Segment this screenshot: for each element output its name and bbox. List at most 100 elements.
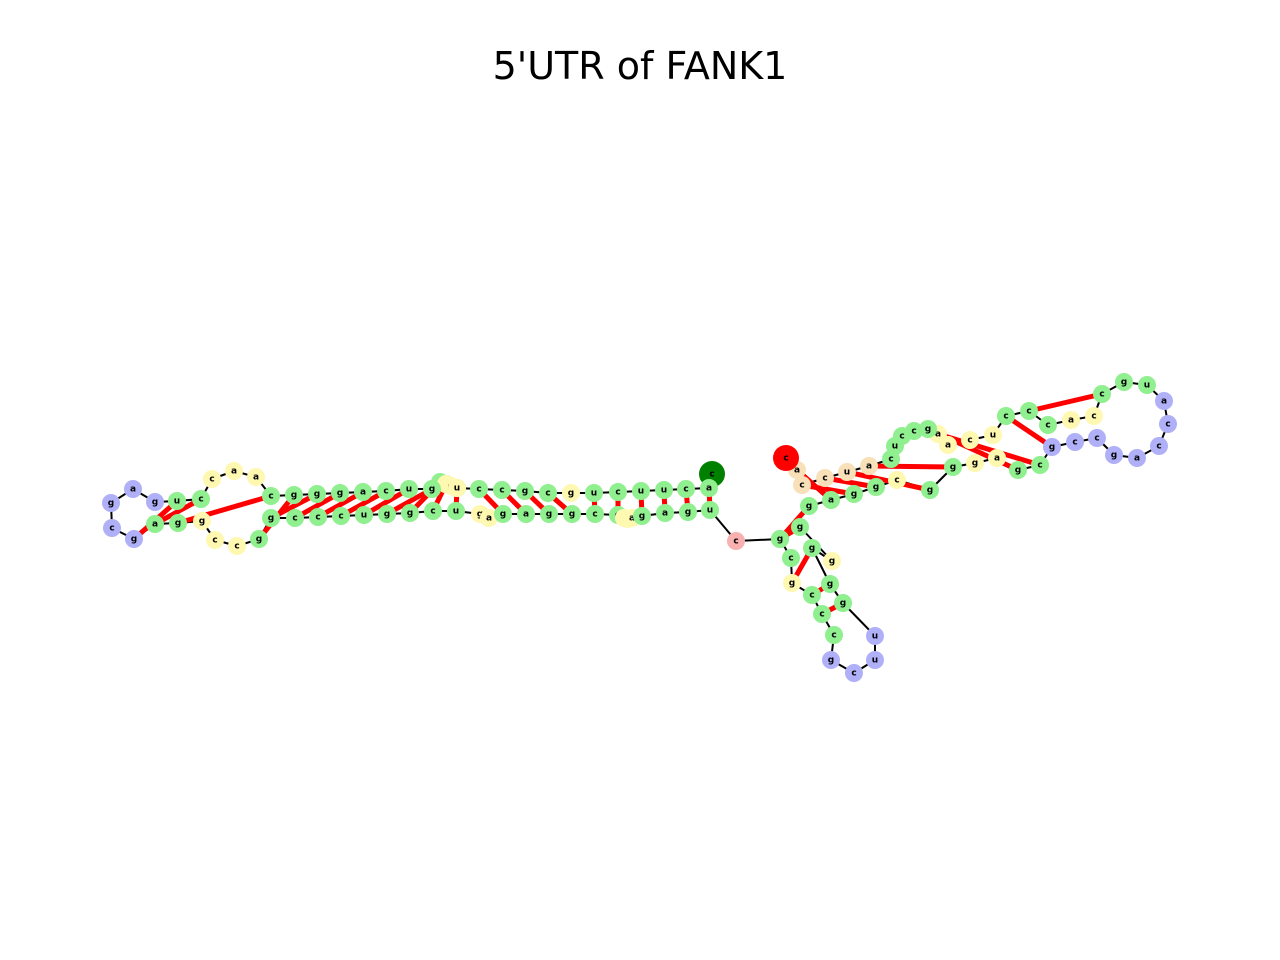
nucleotide-dot [539, 484, 557, 502]
nucleotide-label: c [292, 514, 297, 524]
nucleotide-hairpin_loop: g [1043, 438, 1061, 456]
nucleotide-dot [286, 509, 304, 527]
nucleotide-label: g [950, 463, 956, 473]
nucleotide-dot [203, 470, 221, 488]
nucleotide-dot [782, 549, 800, 567]
nucleotide-dot [228, 537, 246, 555]
nucleotide-label: g [152, 498, 158, 508]
nucleotide-stem: c [192, 490, 210, 508]
nucleotide-end: c [773, 445, 799, 471]
diagram-title: 5'UTR of FANK1 [492, 44, 788, 88]
nucleotide-stem: c [1093, 385, 1111, 403]
nucleotide-label: g [268, 514, 274, 524]
nucleotide-hairpin_loop: g [1105, 446, 1123, 464]
nucleotide-interior_loop: g [193, 512, 211, 530]
nucleotide-dot [921, 481, 939, 499]
nucleotide-stem: a [517, 505, 535, 523]
nucleotide-label: a [130, 485, 136, 495]
nucleotide-dot [677, 480, 695, 498]
nucleotide-dot [516, 482, 534, 500]
nucleotide-label: a [662, 509, 668, 519]
nucleotide-dot [882, 450, 900, 468]
nucleotide-stem: c [782, 549, 800, 567]
base-pair-link [1028, 391, 1103, 414]
base-pair-link [868, 463, 954, 470]
nucleotide-label: c [383, 487, 388, 497]
nucleotide-stem: c [803, 586, 821, 604]
nucleotide-label: c [1072, 438, 1077, 448]
nucleotide-label: u [990, 431, 996, 441]
nucleotide-stem: c [586, 505, 604, 523]
nucleotide-dot [866, 651, 884, 669]
nucleotide-stem: g [919, 420, 937, 438]
nucleotide-dot [919, 420, 937, 438]
nucleotide-label: g [827, 580, 833, 590]
nucleotide-dot [656, 504, 674, 522]
nucleotide-label: g [500, 510, 506, 520]
nucleotide-hairpin_loop: g [125, 530, 143, 548]
nucleotide-stem: u [447, 502, 465, 520]
nucleotide-label: g [972, 459, 978, 469]
nucleotide-dot [823, 552, 841, 570]
nucleotide-label: c [783, 454, 788, 464]
nucleotide-dot [480, 509, 498, 527]
nucleotide-dot [609, 483, 627, 501]
nucleotide-dot [103, 519, 121, 537]
nucleotide-stem: a [700, 479, 718, 497]
nucleotide-dot [448, 479, 466, 497]
nucleotide-stem: g [401, 504, 419, 522]
nucleotide-dot [250, 530, 268, 548]
nucleotide-dot [247, 468, 265, 486]
nucleotide-dot [146, 493, 164, 511]
nucleotide-label: u [454, 484, 460, 494]
nucleotide-label: c [733, 537, 738, 547]
nucleotide-hairpin_loop: g [822, 651, 840, 669]
nucleotide-dot [225, 462, 243, 480]
nucleotide-stem: g [845, 485, 863, 503]
nucleotide-stem: g [834, 594, 852, 612]
nucleotide-interior_loop: c [888, 471, 906, 489]
nucleotide-dot [146, 515, 164, 533]
nucleotide-label: g [927, 486, 933, 496]
nucleotide-hairpin_loop: c [1066, 433, 1084, 451]
nucleotide-stem: c [813, 605, 831, 623]
nucleotide-dot [1115, 373, 1133, 391]
nucleotide-dot [816, 469, 834, 487]
nucleotide-dot [783, 574, 801, 592]
nucleotide-dot [821, 575, 839, 593]
nucleotide-stem: g [308, 485, 326, 503]
nucleotide-label: g [108, 499, 114, 509]
nucleotide-label: a [523, 510, 529, 520]
nucleotide-stem: c [1020, 402, 1038, 420]
nucleotide-dot [845, 485, 863, 503]
nucleotide-dot [860, 457, 878, 475]
nucleotide-hairpin_loop: c [103, 519, 121, 537]
nucleotide-dot [378, 505, 396, 523]
nucleotide-label: c [894, 476, 899, 486]
nucleotide-dot [1085, 407, 1103, 425]
nucleotide-dot [791, 518, 809, 536]
nucleotide-stem: c [424, 502, 442, 520]
nucleotide-label: c [198, 495, 203, 505]
nucleotide-stem: c [377, 482, 395, 500]
nucleotide-dot [1066, 433, 1084, 451]
nucleotide-dot [888, 471, 906, 489]
nucleotide-stem: g [791, 518, 809, 536]
nucleotide-label: a [994, 454, 1000, 464]
nucleotide-label: a [152, 520, 158, 530]
nucleotide-stem: c [825, 626, 843, 644]
nucleotide-stem: g [771, 530, 789, 548]
nucleotide-interior_loop: g [966, 454, 984, 472]
nucleotide-label: c [899, 432, 904, 442]
base-pair-links [132, 391, 1103, 617]
nucleotide-label: u [661, 486, 667, 496]
nucleotide-label: g [851, 490, 857, 500]
nucleotide-stem: c [609, 483, 627, 501]
nucleotide-label: g [1121, 378, 1127, 388]
nucleotide-label: a [253, 473, 259, 483]
nucleotide-label: c [209, 475, 214, 485]
nucleotide-dot [168, 492, 186, 510]
nucleotide-label: u [872, 656, 878, 666]
nucleotide-hairpin_loop: a [1155, 392, 1173, 410]
nucleotide-dot [1031, 456, 1049, 474]
